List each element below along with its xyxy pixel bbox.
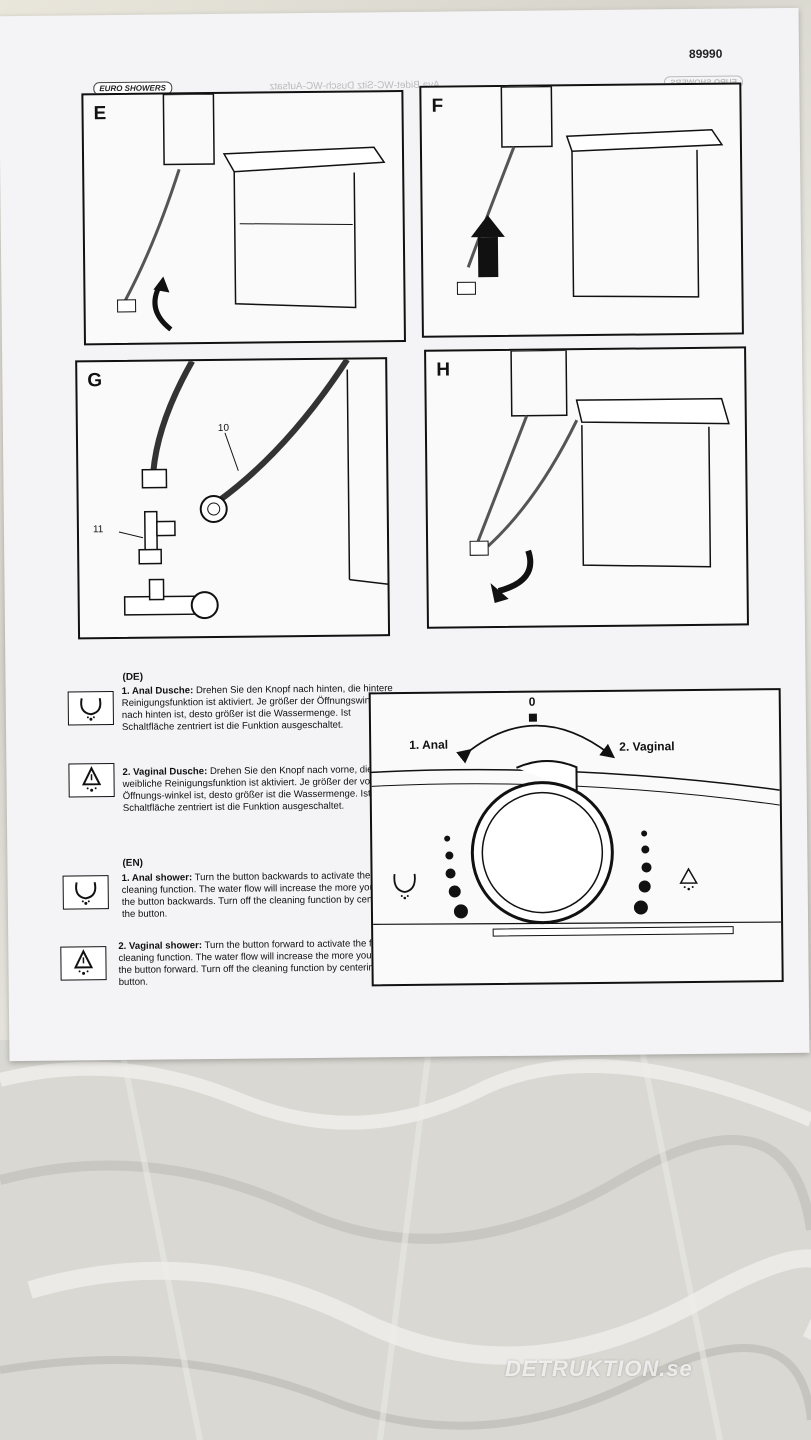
step-panel-g: G 10 11 [75, 357, 391, 640]
instruction-sheet: 89990 EURO SHOWERS Ava Bidet-WC-Sitz Dus… [0, 7, 810, 1062]
instruction-en-vaginal: 2. Vaginal shower: Turn the button forwa… [118, 938, 398, 989]
plastic-wrap-background [0, 1040, 811, 1440]
vaginal-shower-icon [60, 946, 107, 981]
instruction-en-anal: 1. Anal shower: Turn the button backward… [121, 870, 397, 920]
lang-heading-en: (EN) [122, 857, 144, 869]
step-panel-f: F [419, 82, 744, 338]
step-panel-e: E [81, 89, 406, 346]
control-dial-panel: 0 1. Anal 2. Vaginal [368, 688, 784, 987]
panel-label: E [93, 103, 107, 125]
toilet-bidet-installed-illustration [469, 349, 730, 604]
instruction-de-vaginal: 2. Vaginal Dusche: Drehen Sie den Knopf … [122, 764, 393, 814]
rotary-knob-diagram [371, 713, 782, 937]
panel-label: H [436, 359, 451, 381]
panel-label: F [431, 95, 444, 117]
vaginal-shower-icon [679, 867, 698, 891]
document-number: 89990 [688, 46, 723, 61]
panel-label: G [87, 370, 103, 392]
toilet-hose-illustration [117, 93, 386, 332]
vaginal-shower-icon [68, 763, 115, 798]
watermark-logo: DETRUKTION.se [505, 1356, 693, 1381]
hose-connector-detail [118, 359, 388, 620]
toilet-hose-lift-illustration [456, 85, 724, 298]
anal-shower-icon [393, 873, 416, 900]
lang-heading-de: (DE) [122, 671, 144, 683]
instruction-de-anal: 1. Anal Dusche: Drehen Sie den Knopf nac… [121, 683, 393, 733]
step-panel-h: H [424, 346, 749, 629]
anal-shower-icon [67, 691, 114, 726]
anal-shower-icon [62, 875, 109, 910]
